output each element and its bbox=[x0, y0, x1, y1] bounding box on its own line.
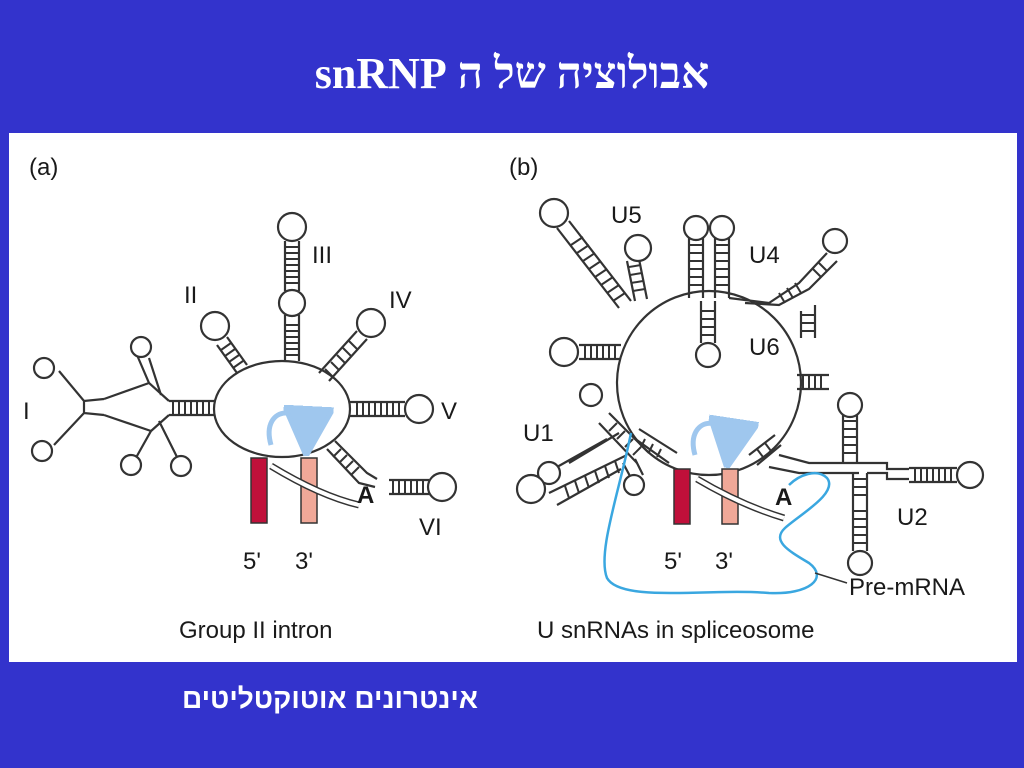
b-three-prime-label: 3' bbox=[715, 548, 733, 575]
domain-iii-label: III bbox=[312, 242, 332, 269]
pre-mrna-line bbox=[603, 432, 831, 595]
u5-label: U5 bbox=[611, 202, 642, 229]
domain-v-label: V bbox=[441, 398, 457, 425]
u6-snrna bbox=[694, 301, 829, 391]
domain-i-stem bbox=[30, 335, 215, 478]
three-prime-label: 3' bbox=[295, 548, 313, 575]
domain-iv-stem bbox=[318, 307, 387, 382]
u5-snrna bbox=[538, 197, 653, 309]
u2-label: U2 bbox=[897, 504, 928, 531]
u1-label: U1 bbox=[523, 420, 554, 447]
domain-ii-stem bbox=[199, 310, 248, 374]
pre-mrna-leader bbox=[814, 572, 848, 584]
domain-ii-label: II bbox=[184, 282, 197, 309]
panel-b-caption: U snRNAs in spliceosome bbox=[537, 617, 814, 644]
u2-snrna bbox=[768, 391, 985, 577]
u1-snrna bbox=[515, 382, 650, 506]
splice-curved-arrow bbox=[266, 413, 307, 445]
domain-vi-stem bbox=[326, 440, 458, 503]
slide-title: אבולוציה של ה snRNP bbox=[314, 49, 710, 98]
b-five-prime-label: 5' bbox=[664, 548, 682, 575]
domain-iii-stem bbox=[276, 211, 308, 361]
spliceosome-figure: (a) I bbox=[9, 133, 1017, 662]
b-branch-site-a-label: A bbox=[775, 484, 792, 511]
u4-snrna bbox=[682, 214, 849, 307]
domain-iv-label: IV bbox=[389, 287, 412, 314]
u4-label: U4 bbox=[749, 242, 780, 269]
branch-attack-arrow bbox=[269, 464, 360, 507]
panel-a-tag: (a) bbox=[29, 154, 58, 181]
u5-side-hairpin bbox=[548, 336, 621, 368]
branch-site-a-label: A bbox=[357, 482, 374, 509]
group-ii-core-loop bbox=[212, 359, 352, 459]
pre-mrna-label: Pre-mRNA bbox=[849, 574, 965, 601]
b-five-prime-exon-bar bbox=[673, 468, 691, 525]
panel-b: (b) U5 bbox=[509, 154, 985, 644]
b-attack-arrow bbox=[695, 477, 785, 520]
domain-vi-label: VI bbox=[419, 514, 442, 541]
five-prime-exon-bar bbox=[250, 457, 268, 524]
b-splice-curved-arrow bbox=[690, 423, 729, 455]
panel-a-caption: Group II intron bbox=[179, 617, 332, 644]
domain-i-label: I bbox=[23, 398, 30, 425]
u6-label: U6 bbox=[749, 334, 780, 361]
five-prime-label: 5' bbox=[243, 548, 261, 575]
panel-b-tag: (b) bbox=[509, 154, 538, 181]
panel-a: (a) I bbox=[23, 154, 458, 644]
domain-v-stem bbox=[350, 393, 435, 425]
slide-caption: אינטרונים אוטוקטליטים bbox=[182, 683, 478, 714]
